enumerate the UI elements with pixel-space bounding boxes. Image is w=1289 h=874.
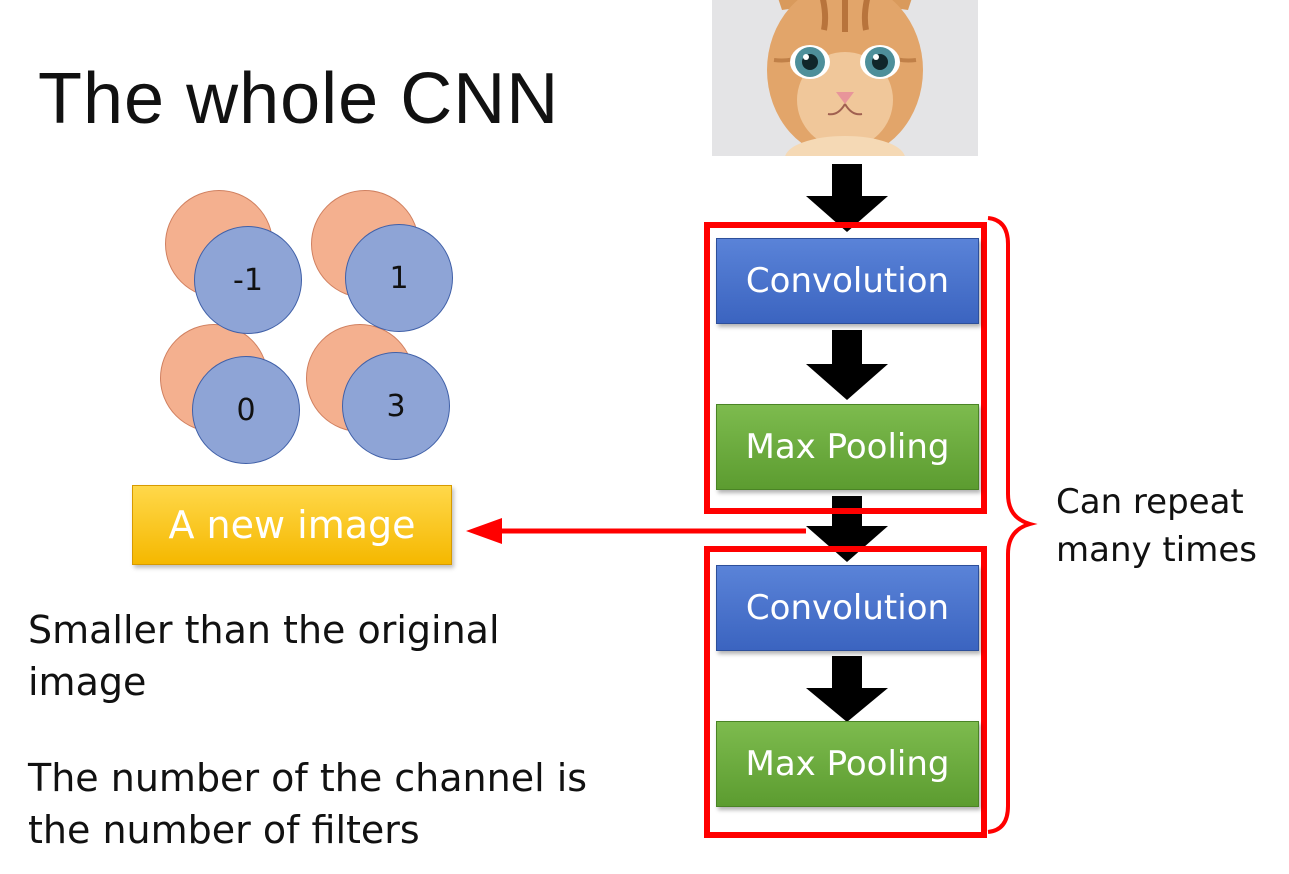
repeat-frame-1 <box>704 222 987 514</box>
convolution-block: Convolution <box>716 565 979 651</box>
bullet-smaller: Smaller than the original image <box>28 608 500 704</box>
convolution-block: Convolution <box>716 238 979 324</box>
red-left-arrow-icon <box>466 518 806 544</box>
feature-map-value: 1 <box>345 224 453 332</box>
feature-map-value: -1 <box>194 226 302 334</box>
max-pooling-block: Max Pooling <box>716 404 979 490</box>
bullet-channels: The number of the channel is the number … <box>28 756 588 852</box>
curly-brace-icon <box>987 216 1038 834</box>
repeat-note: Can repeat many times <box>1056 482 1257 570</box>
cat-input-image <box>712 0 978 156</box>
feature-map-value: 3 <box>342 352 450 460</box>
max-pooling-block: Max Pooling <box>716 721 979 807</box>
page-title: The whole CNN <box>38 59 560 139</box>
feature-map-value: 0 <box>192 356 300 464</box>
new-image-box: A new image <box>132 485 452 565</box>
repeat-frame-2 <box>704 546 987 838</box>
